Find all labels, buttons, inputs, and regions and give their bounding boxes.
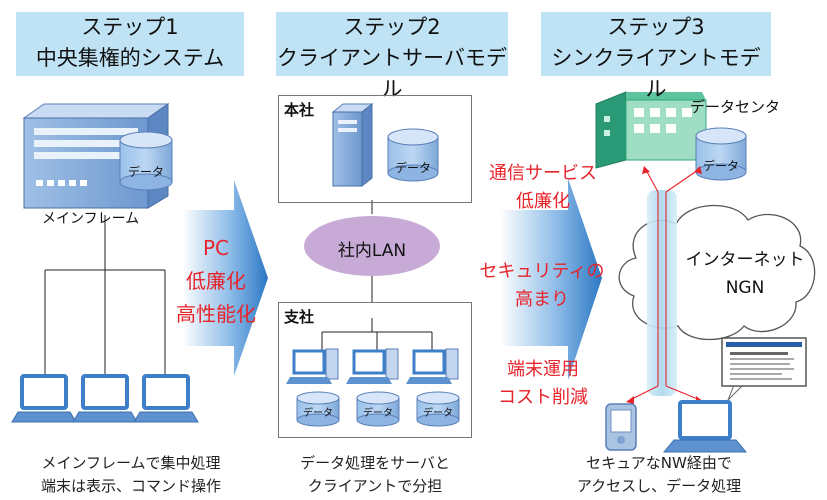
db-label: データ bbox=[394, 161, 431, 175]
arrow-1-line: 高性能化 bbox=[176, 302, 256, 326]
arrow-2-line: 低廉化 bbox=[516, 191, 570, 212]
datacenter-icon bbox=[595, 91, 707, 169]
step-subtitle: クライアントサーバモデル bbox=[277, 46, 507, 101]
arrow-2-text-c: 端末運用 コスト削減 bbox=[478, 356, 608, 412]
cloud-line: NGN bbox=[725, 278, 765, 298]
transition-arrow-1 bbox=[182, 180, 268, 376]
lan-label: 社内LAN bbox=[337, 241, 407, 261]
cloud-line: インターネット bbox=[685, 250, 805, 270]
lan-ellipse bbox=[304, 216, 440, 276]
step-1-caption: メインフレームで集中処理 端末は表示、コマンド操作 bbox=[6, 452, 256, 498]
arrow-2-line: セキュリティの bbox=[479, 261, 605, 282]
caption-line: クライアントで分担 bbox=[307, 477, 443, 495]
secure-connection-lines bbox=[629, 169, 701, 401]
database-icon bbox=[695, 127, 747, 181]
database-icon bbox=[296, 391, 340, 427]
pc-icon bbox=[406, 348, 459, 384]
step-2-header: ステップ2 クライアントサーバモデル bbox=[276, 12, 508, 101]
terminal-icon bbox=[11, 374, 77, 423]
arrow-1-text: PC 低廉化 高性能化 bbox=[162, 232, 270, 331]
arrow-2-text-b: セキュリティの 高まり bbox=[472, 258, 612, 314]
terminal-network-lines bbox=[44, 215, 166, 378]
datacenter-label: データセンタ bbox=[690, 98, 781, 116]
head-office-box bbox=[278, 95, 472, 203]
caption-line: データ処理をサーバと bbox=[300, 454, 450, 472]
db-label: データ bbox=[303, 408, 333, 419]
step-title: ステップ2 bbox=[343, 15, 441, 39]
head-office-label: 本社 bbox=[284, 101, 315, 119]
db-label: データ bbox=[423, 408, 453, 419]
secure-tunnel bbox=[647, 190, 677, 396]
step-2-caption: データ処理をサーバと クライアントで分担 bbox=[272, 452, 478, 498]
transition-arrow-2 bbox=[500, 178, 602, 380]
caption-line: メインフレームで集中処理 bbox=[41, 454, 221, 472]
step-title: ステップ1 bbox=[81, 15, 179, 39]
caption-line: 端末は表示、コマンド操作 bbox=[40, 477, 221, 495]
document-thumbnail bbox=[721, 337, 807, 387]
arrow-2-line: コスト削減 bbox=[498, 387, 588, 408]
laptop-icon bbox=[662, 400, 748, 453]
branch-label: 支社 bbox=[284, 308, 315, 326]
terminal-icon bbox=[133, 374, 199, 423]
arrow-1-line: PC bbox=[202, 236, 230, 260]
mainframe-label: メインフレーム bbox=[42, 211, 140, 227]
branch-network-lines bbox=[321, 318, 433, 350]
db-label: データ bbox=[363, 408, 393, 419]
arrow-1-line: 低廉化 bbox=[186, 269, 246, 293]
database-icon bbox=[119, 131, 173, 191]
step-subtitle: 中央集権的システム bbox=[35, 46, 225, 70]
database-icon bbox=[356, 391, 400, 427]
server-icon bbox=[331, 102, 374, 188]
step-3-caption: セキュアなNW経由で アクセスし、データ処理 bbox=[548, 452, 770, 498]
database-icon bbox=[416, 391, 460, 427]
step-subtitle: シンクライアントモデル bbox=[551, 46, 761, 101]
caption-line: セキュアなNW経由で bbox=[586, 454, 732, 472]
arrow-2-line: 高まり bbox=[515, 289, 569, 310]
db-label: データ bbox=[702, 159, 739, 173]
arrow-2-line: 端末運用 bbox=[507, 359, 579, 380]
pda-icon bbox=[605, 403, 637, 451]
pc-icon bbox=[346, 348, 399, 384]
db-label: データ bbox=[127, 165, 164, 179]
terminal-icon bbox=[72, 374, 138, 423]
arrow-2-line: 通信サービス bbox=[489, 163, 597, 184]
branch-box bbox=[278, 302, 472, 438]
step-3-header: ステップ3 シンクライアントモデル bbox=[541, 12, 771, 101]
arrow-2-text-a: 通信サービス 低廉化 bbox=[478, 160, 608, 216]
database-icon bbox=[387, 128, 439, 182]
step-title: ステップ3 bbox=[607, 15, 705, 39]
cloud-label: インターネット NGN bbox=[680, 246, 810, 302]
caption-line: アクセスし、データ処理 bbox=[576, 477, 742, 495]
step-1-header: ステップ1 中央集権的システム bbox=[16, 12, 244, 76]
pc-icon bbox=[286, 348, 339, 384]
